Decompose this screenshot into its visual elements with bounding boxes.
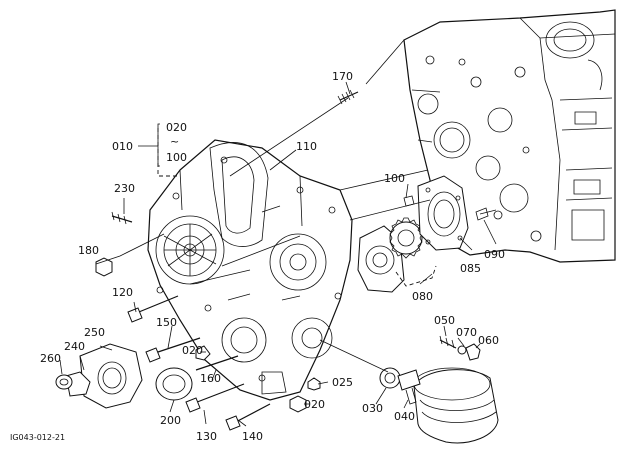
callout-140: 140 (242, 430, 263, 443)
callout-080: 080 (412, 290, 433, 303)
callout-030: 030 (362, 402, 383, 415)
callout-010: 010 (112, 140, 133, 153)
callout-070: 070 (456, 326, 477, 339)
callout-240: 240 (64, 340, 85, 353)
cover-plate-parts (55, 343, 193, 409)
callout-090: 090 (484, 248, 505, 261)
callout-150: 150 (156, 316, 177, 329)
oil-filter (379, 367, 499, 444)
callout-160: 160 (200, 372, 221, 385)
callout-120: 120 (112, 286, 133, 299)
range-bracket-010 (157, 123, 160, 167)
callout-060: 060 (478, 334, 499, 347)
callout-230: 230 (114, 182, 135, 195)
callout-040: 040 (394, 410, 415, 423)
callout-050: 050 (434, 314, 455, 327)
callout-170: 170 (332, 70, 353, 83)
callout-range-tilde: ~ (170, 135, 179, 148)
engine-block (403, 9, 616, 263)
callout-100: 100 (384, 172, 405, 185)
callout-020-middle: 020 (182, 344, 203, 357)
callout-250: 250 (84, 326, 105, 339)
callout-100-range-end: 100 (166, 151, 187, 164)
callout-020-range-start: 020 (166, 121, 187, 134)
callout-085: 085 (460, 262, 481, 275)
callout-labels: 170 020 ~ 100 010 110 230 100 180 085 09… (40, 70, 505, 443)
callout-025: 025 (332, 376, 353, 389)
callout-200: 200 (160, 414, 181, 427)
callout-130: 130 (196, 430, 217, 443)
callout-020-bottom: 020 (304, 398, 325, 411)
oil-pump-assembly (357, 175, 497, 293)
callout-180: 180 (78, 244, 99, 257)
callout-260: 260 (40, 352, 61, 365)
callout-110: 110 (296, 140, 317, 153)
gear-case (147, 139, 353, 401)
drawing-code: IG043-012-21 (10, 433, 65, 442)
